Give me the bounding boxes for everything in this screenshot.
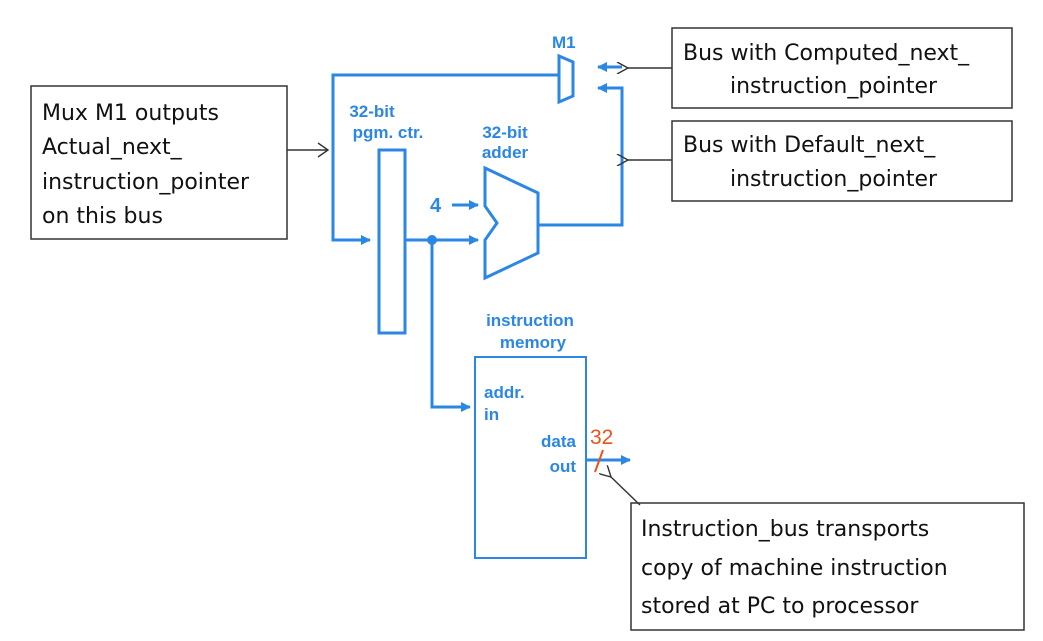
callout-mux-line3: instruction_pointer (42, 170, 250, 195)
pointer-instruction-bus (611, 477, 641, 506)
callout-computed-line1: Bus with Computed_next_ (683, 41, 970, 66)
adder-output-bus (538, 83, 624, 227)
addr-label-line1: addr. (484, 383, 525, 402)
callout-mux-line1: Mux M1 outputs (42, 101, 219, 126)
bus-width-slash (594, 449, 604, 473)
callout-instr-line2: copy of machine instruction (641, 556, 948, 581)
imem-label-line1: instruction (486, 311, 574, 330)
program-counter (377, 148, 407, 335)
bus-width-label: 32 (590, 426, 613, 449)
pc-to-imem-bus (430, 240, 471, 412)
adder-label-line2: adder (482, 143, 529, 162)
callout-mux-line4: on this bus (42, 204, 163, 229)
mux-output-bus (331, 73, 560, 245)
callout-default-line1: Bus with Default_next_ (683, 133, 936, 158)
pointer-mux-output-head (317, 142, 330, 158)
mux-m1 (557, 53, 575, 105)
callout-mux-line2: Actual_next_ (42, 135, 183, 160)
callout-computed-bus (671, 27, 1013, 109)
callout-computed-line2: instruction_pointer (730, 74, 938, 99)
addr-label-line2: in (484, 405, 499, 424)
data-label-line2: out (550, 457, 577, 476)
junction-dot (427, 235, 437, 245)
pc-label-line1: 32-bit (349, 102, 395, 121)
adder-label-line1: 32-bit (482, 123, 528, 142)
constant-four: 4 (430, 195, 442, 217)
callout-mux-output (30, 85, 288, 240)
callout-instr-line1: Instruction_bus transports (641, 517, 929, 542)
callout-instr-line3: stored at PC to processor (641, 594, 919, 619)
mux-label: M1 (552, 33, 576, 52)
adder (483, 165, 540, 281)
imem-label-line2: memory (500, 333, 567, 352)
callout-default-bus (671, 120, 1013, 202)
pc-label-line2: pgm. ctr. (353, 123, 424, 142)
instruction-memory (474, 356, 587, 559)
callout-default-line2: instruction_pointer (730, 167, 938, 192)
data-label-line1: data (541, 432, 577, 451)
callout-instruction-bus (630, 502, 1025, 631)
